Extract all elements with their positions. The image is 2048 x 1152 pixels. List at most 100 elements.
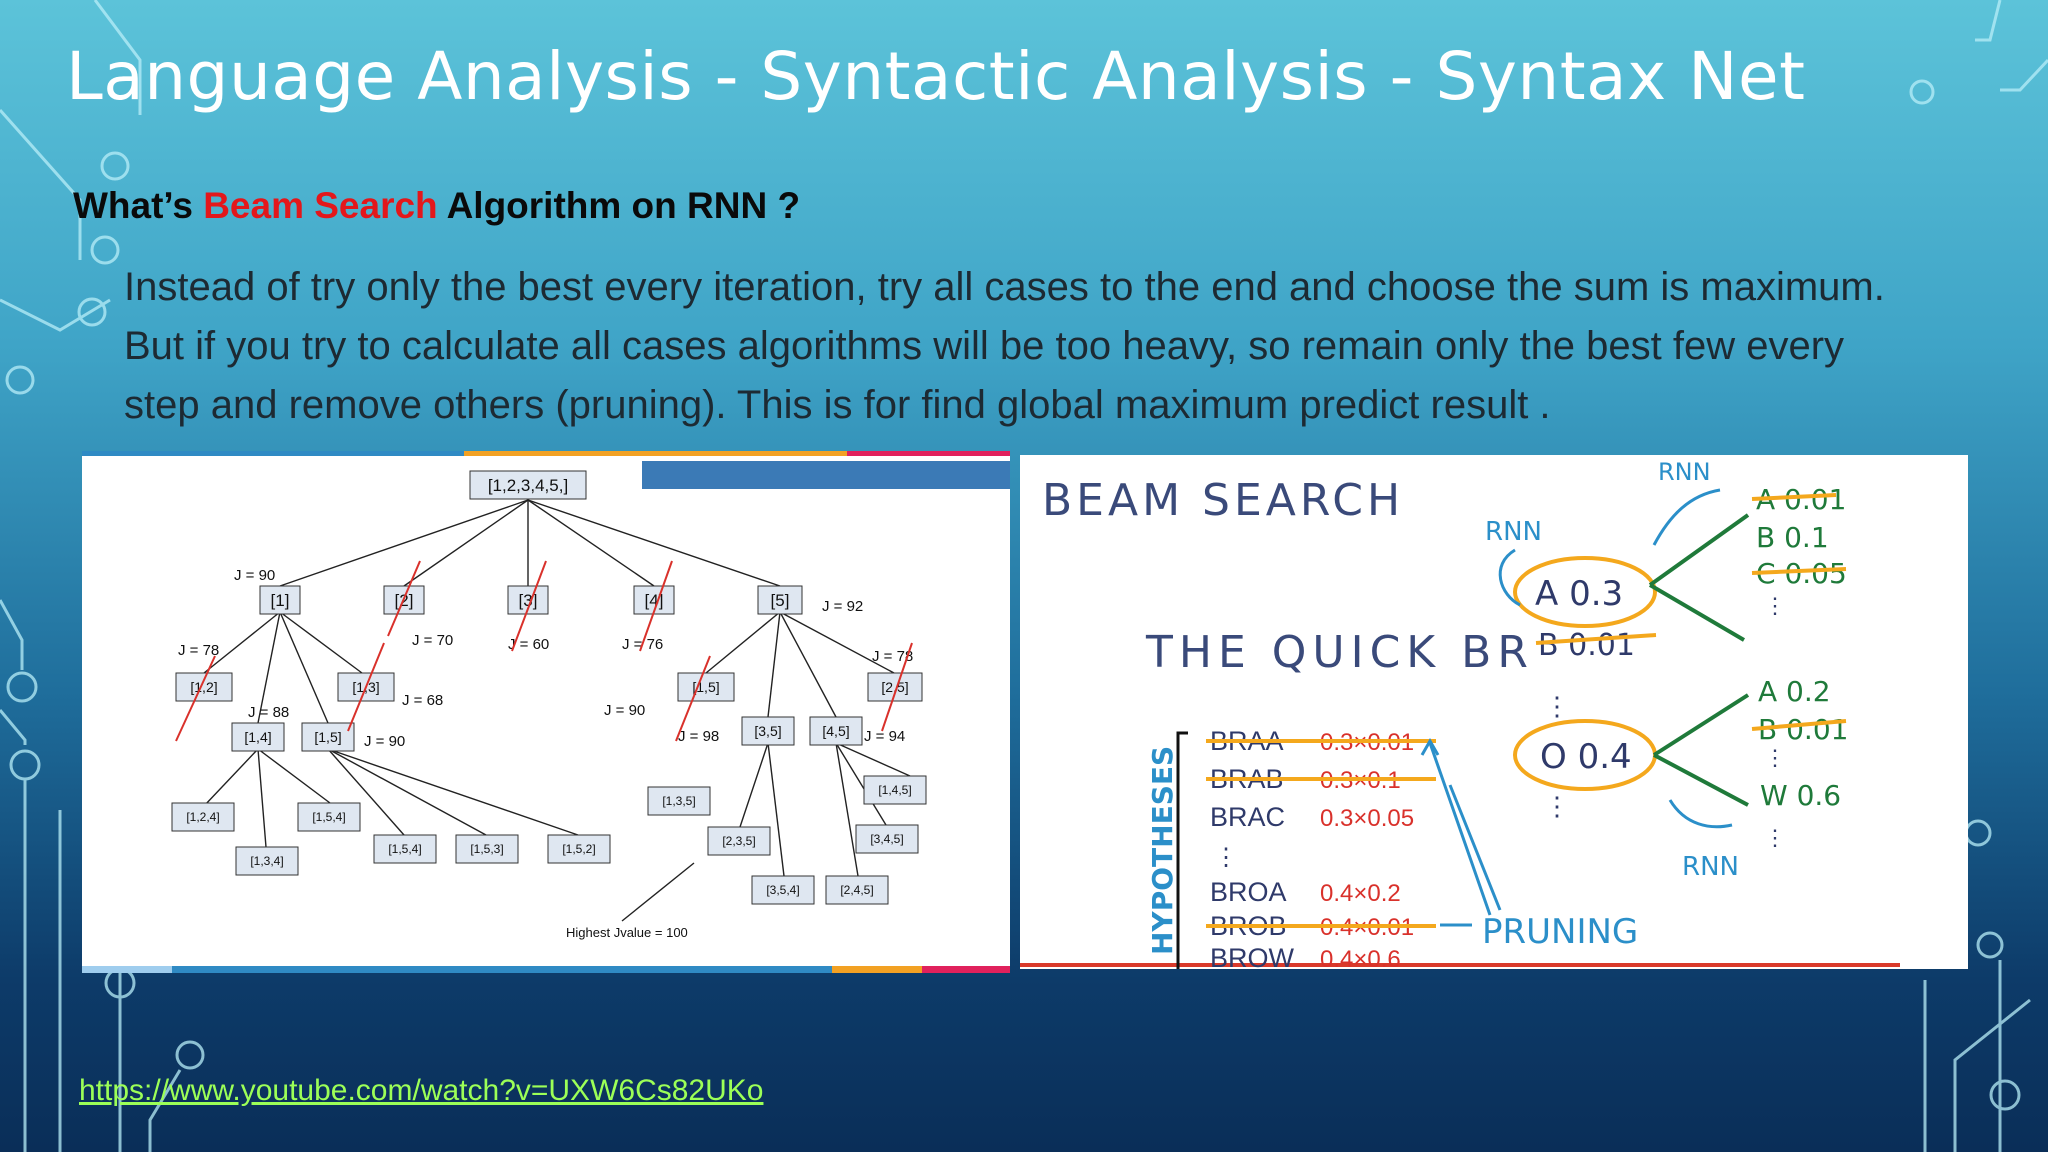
tree-node: [1,5,4] <box>373 834 437 864</box>
j-value-label: J = 78 <box>872 648 913 665</box>
tree-node-label: [1,4] <box>244 729 271 745</box>
tree-figure: [1,2,3,4,5,] [1] [2] [3] [4] [5] [1,2] [… <box>82 451 1010 973</box>
rnn-label: RNN <box>1682 852 1739 882</box>
hypothesis-word: BRAC <box>1210 802 1285 832</box>
svg-text:⋮: ⋮ <box>1214 844 1238 871</box>
hypothesis-score: 0.4×0.6 <box>1320 946 1401 969</box>
tree-node: [2,4,5] <box>825 875 889 905</box>
hypothesis-score: 0.3×0.05 <box>1320 805 1414 832</box>
question-heading: What’s Beam Search Algorithm on RNN ? <box>73 185 800 227</box>
option-o: O 0.4 <box>1540 737 1632 777</box>
svg-text:⋮: ⋮ <box>1544 691 1570 721</box>
tree-node: [3,5] <box>741 716 795 746</box>
tree-node-label: [1,5] <box>692 679 719 695</box>
j-value-label: J = 94 <box>864 728 905 745</box>
tree-node: [1,2,4] <box>171 802 235 832</box>
o-branch-option: B 0.01 <box>1758 713 1848 746</box>
question-prefix: What’s <box>73 185 204 226</box>
tree-node: [1,2] <box>175 672 233 702</box>
partial-sentence: THE QUICK BR <box>1145 627 1534 678</box>
j-value-label: J = 88 <box>248 704 289 721</box>
j-value-label: J = 60 <box>508 636 549 653</box>
tree-node-label: [1,2] <box>190 679 217 695</box>
beam-search-heading: BEAM SEARCH <box>1042 475 1404 526</box>
hypothesis-row: BROW 0.4×0.6 <box>1210 943 1401 973</box>
tree-node: [3,5,4] <box>751 875 815 905</box>
tree-node-label: [3,4,5] <box>870 832 903 846</box>
option-a: A 0.3 <box>1535 574 1623 614</box>
tree-node-root-label: [1,2,3,4,5,] <box>488 476 568 495</box>
hypothesis-score: 0.4×0.2 <box>1320 880 1401 907</box>
j-value-label: J = 78 <box>178 642 219 659</box>
tree-node: [2,5] <box>867 672 923 702</box>
svg-text:⋮: ⋮ <box>1764 825 1786 850</box>
tree-node: [1,5,4] <box>297 802 361 832</box>
tree-node: [5] <box>757 585 803 615</box>
tree-node-label: [1,3,5] <box>662 794 695 808</box>
option-b: B 0.01 <box>1538 628 1635 663</box>
prune-marks <box>175 560 913 742</box>
tree-node: [4,5] <box>809 716 863 746</box>
explanation-line-2: But if you try to calculate all cases al… <box>124 324 1845 368</box>
tree-node-label: [2,3,5] <box>722 834 755 848</box>
j-value-label: J = 92 <box>822 598 863 615</box>
tree-node-label: [2,5] <box>881 679 908 695</box>
tree-node: [1,5,2] <box>547 834 611 864</box>
beam-search-figure: BEAM SEARCH THE QUICK BR HYPOTHESES BRAA… <box>1020 455 1968 973</box>
hypothesis-row: BROB0.4×0.01 <box>1206 911 1436 941</box>
a-branch-option: B 0.1 <box>1756 521 1829 554</box>
tree-node: [1,4] <box>231 722 285 752</box>
tree-node-label: [1] <box>271 591 290 610</box>
pruning-arrows <box>1420 737 1502 927</box>
question-highlight: Beam Search <box>203 185 438 226</box>
rnn-label: RNN <box>1485 517 1542 547</box>
j-value-label: J = 70 <box>412 632 453 649</box>
j-value-label: J = 90 <box>604 702 645 719</box>
hypothesis-word: BROW <box>1210 943 1295 969</box>
explanation-line-3: step and remove others (pruning). This i… <box>124 383 1551 427</box>
hypothesis-row: BRAC 0.3×0.05 <box>1210 802 1414 832</box>
tree-node-root: [1,2,3,4,5,] <box>469 470 587 500</box>
tree-node: [1,4,5] <box>863 775 927 805</box>
highest-j-label: Highest Jvalue = 100 <box>566 925 688 940</box>
hypothesis-row: BRAA0.3×0.01 <box>1206 726 1436 756</box>
tree-node-label: [1,5] <box>314 729 341 745</box>
tree-node-label: [2,4,5] <box>840 883 873 897</box>
tree-node-label: [1,5,4] <box>388 842 421 856</box>
tree-node-label: [3,5,4] <box>766 883 799 897</box>
question-suffix: Algorithm on RNN ? <box>437 185 801 226</box>
tree-node-label: [4,5] <box>822 723 849 739</box>
beam-search-sketch: BEAM SEARCH THE QUICK BR HYPOTHESES BRAA… <box>1020 458 1900 973</box>
pruning-label: PRUNING <box>1482 912 1638 952</box>
hypothesis-row: BRAB0.3×0.1 <box>1206 764 1436 794</box>
j-value-label: J = 90 <box>234 567 275 584</box>
svg-text:⋮: ⋮ <box>1764 745 1786 770</box>
tree-node-label: [1,2,4] <box>186 810 219 824</box>
j-value-label: J = 90 <box>364 733 405 750</box>
tree-node: [1,5] <box>301 722 355 752</box>
tree-node-label: [1,5,3] <box>470 842 503 856</box>
tree-node-label: [1,5,2] <box>562 842 595 856</box>
tree-node: [2,3,5] <box>707 826 771 856</box>
o-branch-option: A 0.2 <box>1758 675 1831 708</box>
o-branch-option: W 0.6 <box>1760 779 1841 812</box>
svg-text:⋮: ⋮ <box>1544 791 1570 821</box>
tree-node: [1,5,3] <box>455 834 519 864</box>
tree-node: [3,4,5] <box>855 824 919 854</box>
tree-node: [1,5] <box>677 672 735 702</box>
video-link[interactable]: https://www.youtube.com/watch?v=UXW6Cs82… <box>79 1074 764 1107</box>
rnn-label: RNN <box>1658 458 1711 486</box>
tree-node: [2] <box>383 585 425 615</box>
tree-node: [1,3,5] <box>647 786 711 816</box>
slide-title: Language Analysis - Syntactic Analysis -… <box>66 38 1806 115</box>
hypotheses-label: HYPOTHESES <box>1146 746 1179 955</box>
tree-node-label: [5] <box>771 591 790 610</box>
tree-node: [1,3,4] <box>235 846 299 876</box>
tree-node: [1] <box>259 585 301 615</box>
tree-node-label: [3,5] <box>754 723 781 739</box>
tree-node-label: [1,4,5] <box>878 783 911 797</box>
tree-node-label: [1,5,4] <box>312 810 345 824</box>
